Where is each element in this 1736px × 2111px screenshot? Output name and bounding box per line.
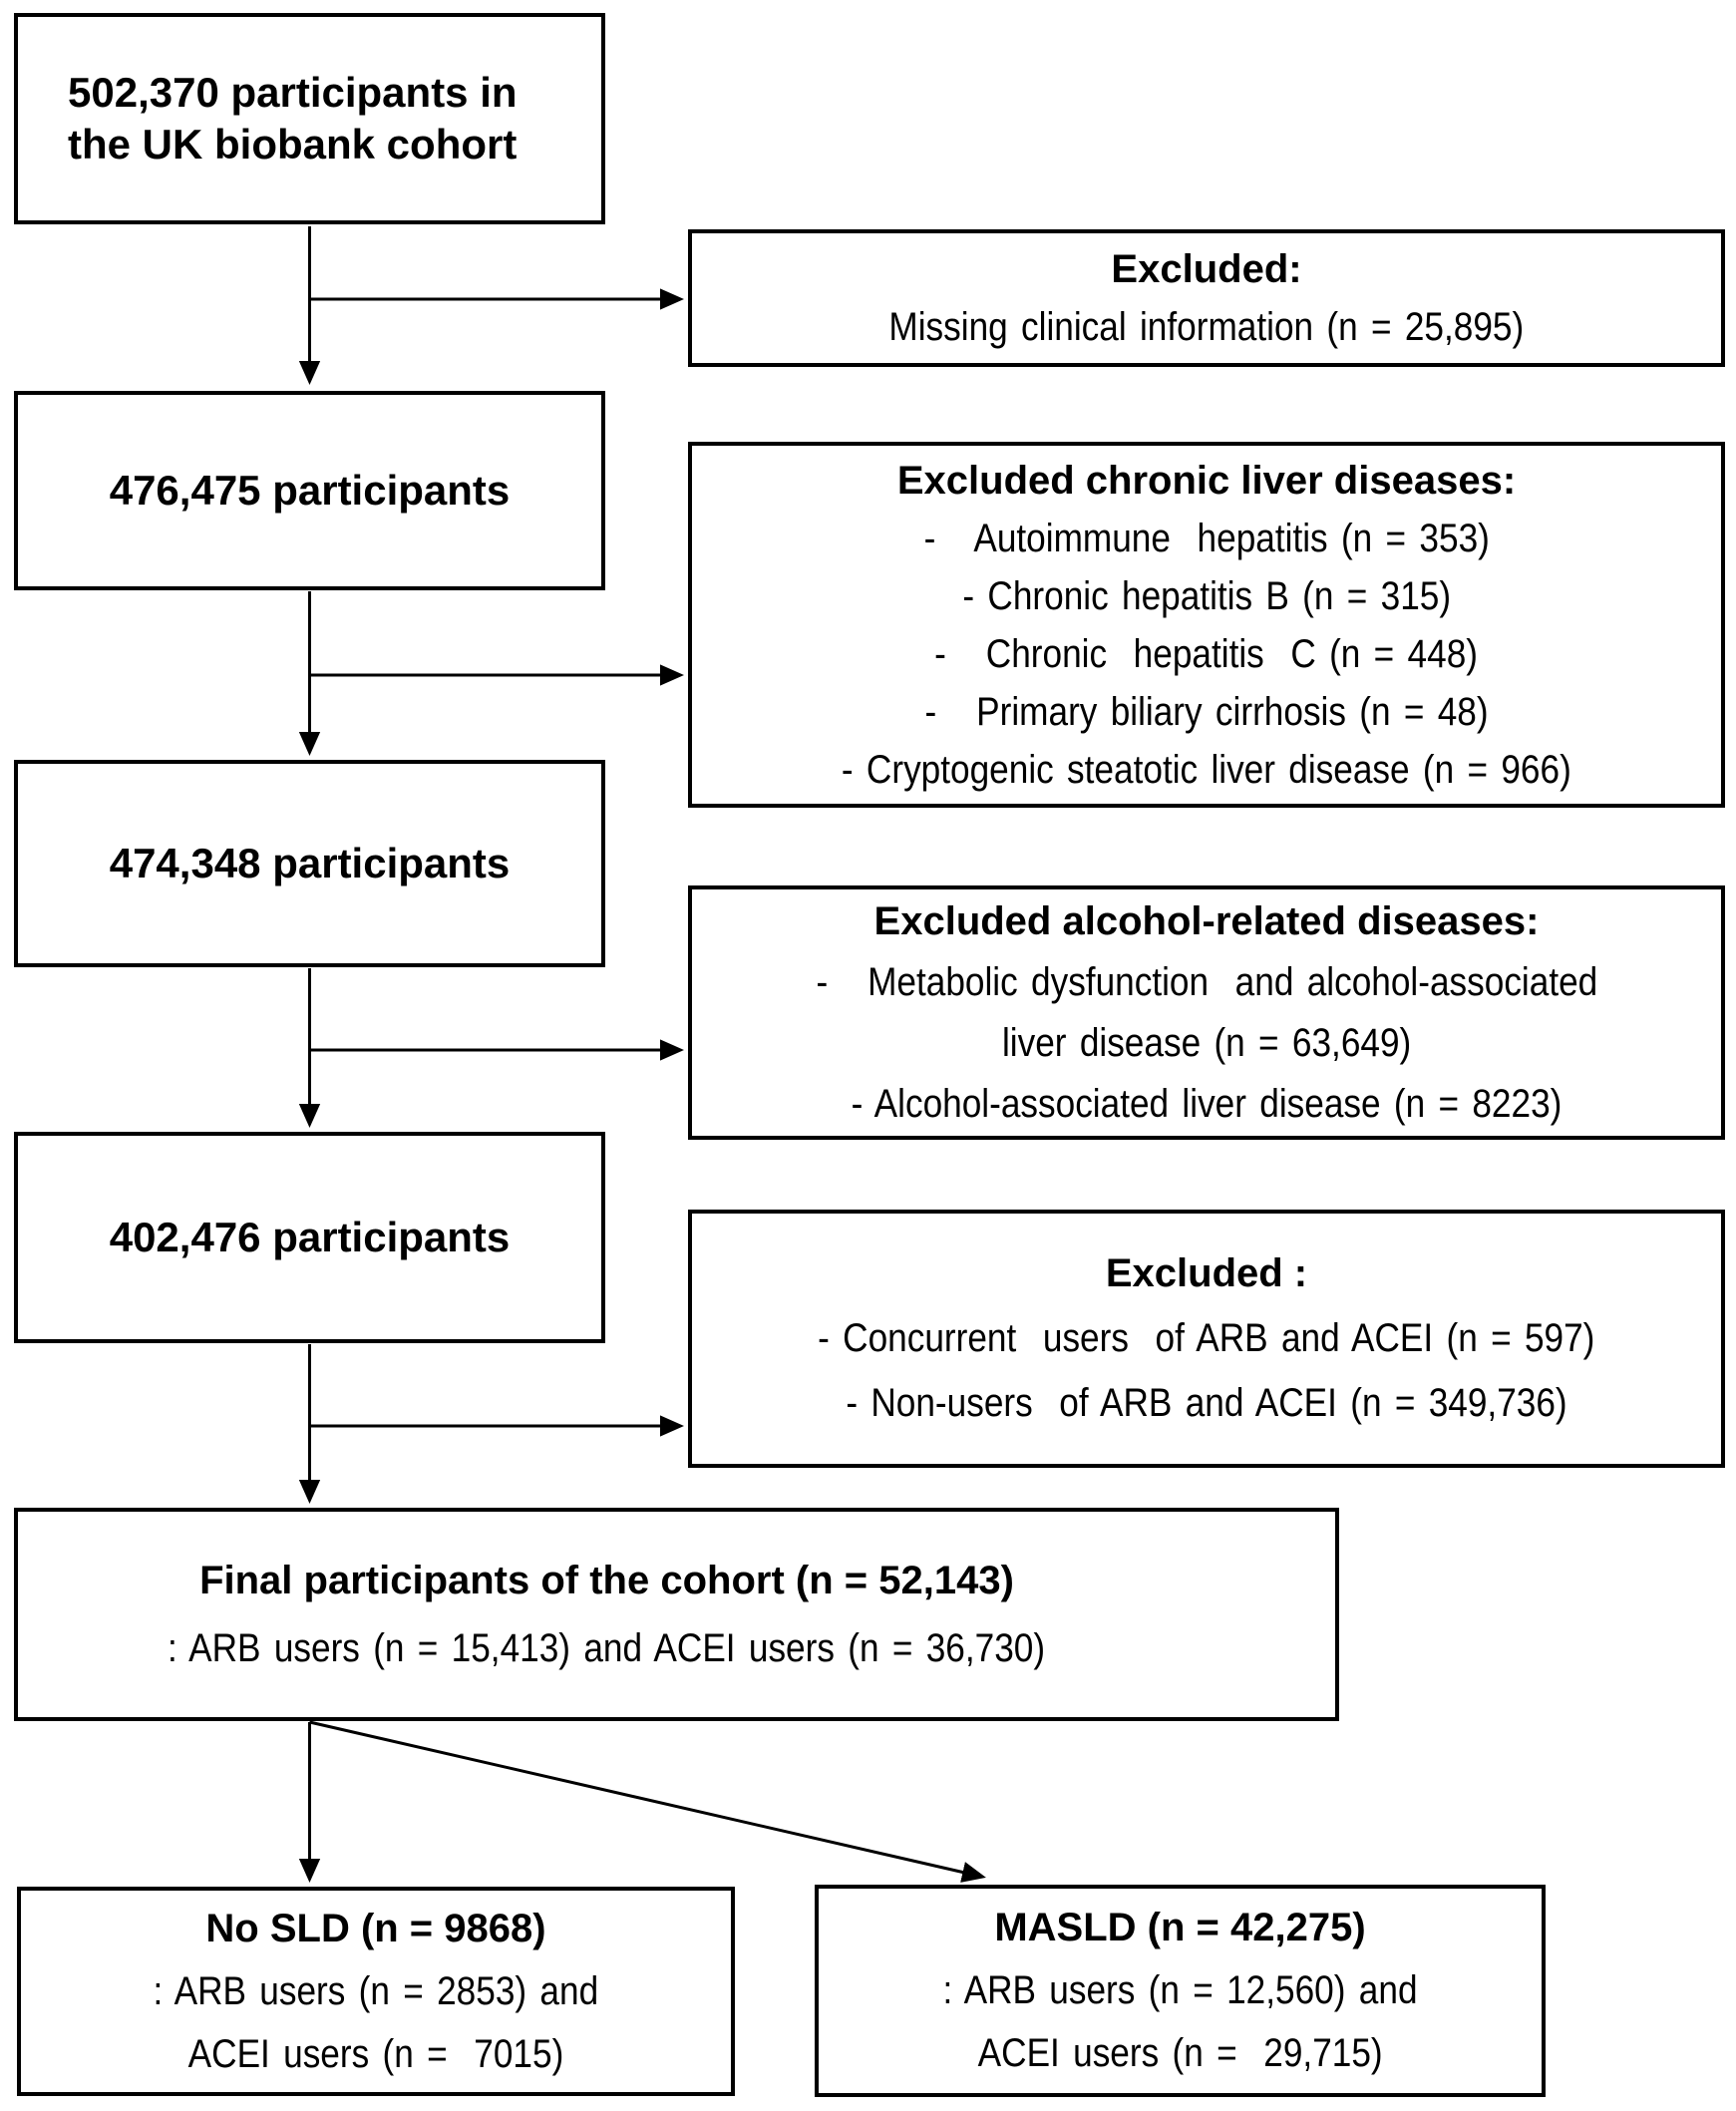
exclusion-title: Excluded alcohol-related diseases: bbox=[873, 898, 1540, 943]
exclusion-item: - Metabolic dysfunction and alcohol-asso… bbox=[816, 959, 1597, 1004]
box-participants-402476: 402,476 participants bbox=[14, 1132, 605, 1343]
exclusion-title: Excluded : bbox=[1105, 1251, 1308, 1295]
box-final-cohort: Final participants of the cohort (n = 52… bbox=[14, 1508, 1339, 1721]
box-excluded-chronic-liver: Excluded chronic liver diseases: - Autoi… bbox=[688, 442, 1725, 808]
exclusion-title: Excluded: bbox=[1111, 247, 1302, 291]
masld-title: MASLD (n = 42,275) bbox=[994, 1906, 1366, 1949]
no-sld-line: : ARB users (n = 2853) and bbox=[153, 1968, 599, 2013]
exclusion-item: - Primary biliary cirrhosis (n = 48) bbox=[924, 689, 1489, 734]
exclusion-item: - Non-users of ARB and ACEI (n = 349,736… bbox=[846, 1381, 1567, 1425]
participants-count: 474,348 participants bbox=[109, 840, 511, 886]
exclusion-item: - Autoimmune hepatitis (n = 353) bbox=[923, 516, 1490, 560]
box-excluded-alcohol: Excluded alcohol-related diseases: - Met… bbox=[688, 885, 1725, 1140]
box-no-sld: No SLD (n = 9868) : ARB users (n = 2853)… bbox=[17, 1887, 735, 2096]
final-cohort-subtitle: : ARB users (n = 15,413) and ACEI users … bbox=[168, 1626, 1046, 1670]
box-excluded-missing-info: Excluded: Missing clinical information (… bbox=[688, 229, 1725, 367]
exclusion-item: Missing clinical information (n = 25,895… bbox=[888, 305, 1525, 349]
exclusion-item: - Alcohol-associated liver disease (n = … bbox=[851, 1081, 1562, 1126]
exclusion-item: liver disease (n = 63,649) bbox=[1001, 1020, 1412, 1065]
cohort-line-2: the UK biobank cohort bbox=[68, 121, 518, 168]
box-masld: MASLD (n = 42,275) : ARB users (n = 12,5… bbox=[815, 1885, 1546, 2097]
no-sld-title: No SLD (n = 9868) bbox=[205, 1906, 546, 1950]
exclusion-title: Excluded chronic liver diseases: bbox=[896, 458, 1517, 503]
cohort-line-1: 502,370 participants in bbox=[68, 69, 518, 116]
exclusion-item: - Chronic hepatitis C (n = 448) bbox=[934, 631, 1479, 676]
box-participants-476475: 476,475 participants bbox=[14, 391, 605, 590]
final-cohort-title: Final participants of the cohort (n = 52… bbox=[199, 1559, 1014, 1602]
participants-count: 476,475 participants bbox=[109, 467, 511, 514]
exclusion-item: - Concurrent users of ARB and ACEI (n = … bbox=[818, 1316, 1595, 1360]
box-participants-474348: 474,348 participants bbox=[14, 760, 605, 967]
no-sld-line: ACEI users (n = 7015) bbox=[187, 2031, 564, 2076]
arrow-final-to-masld bbox=[309, 1720, 986, 1883]
exclusion-item: - Chronic hepatitis B (n = 315) bbox=[962, 573, 1451, 618]
masld-line: : ARB users (n = 12,560) and bbox=[942, 1968, 1418, 2012]
participants-count: 402,476 participants bbox=[109, 1214, 511, 1260]
box-cohort-total: 502,370 participants in the UK biobank c… bbox=[14, 13, 605, 224]
box-excluded-arb-acei: Excluded : - Concurrent users of ARB and… bbox=[688, 1210, 1725, 1468]
exclusion-item: - Cryptogenic steatotic liver disease (n… bbox=[842, 747, 1571, 792]
masld-line: ACEI users (n = 29,715) bbox=[977, 2031, 1383, 2075]
